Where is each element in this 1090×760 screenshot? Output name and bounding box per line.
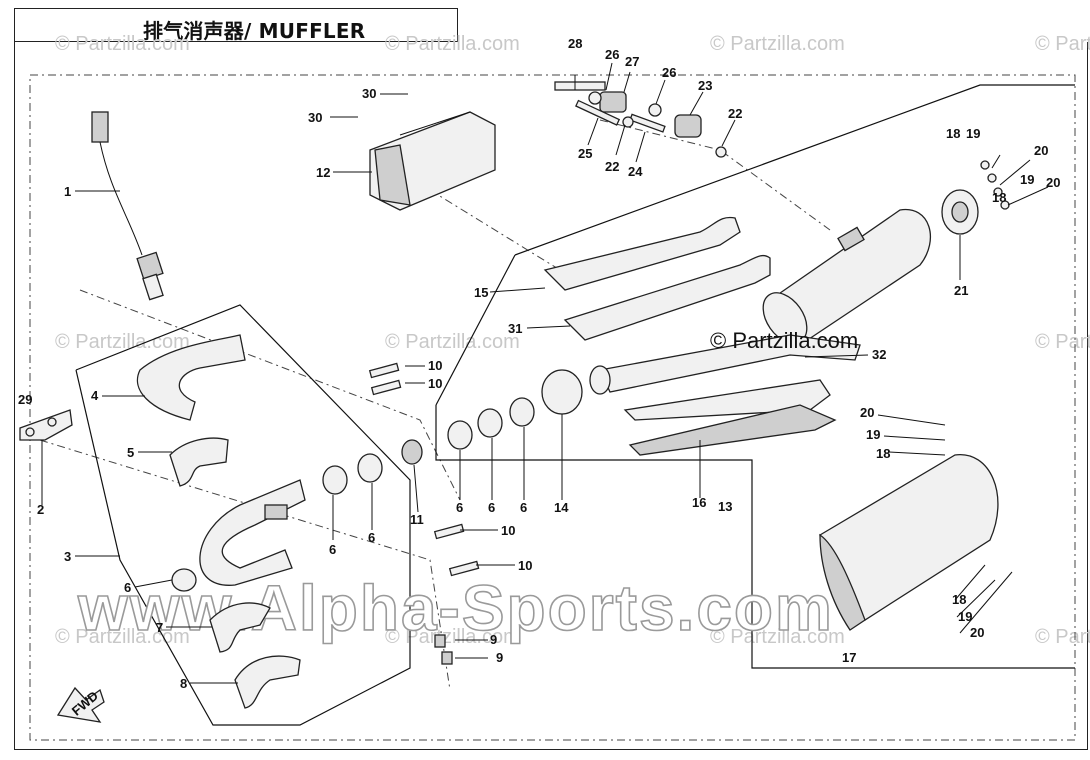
- callout-12: 12: [316, 165, 330, 180]
- callout-10: 10: [501, 523, 515, 538]
- callout-23: 23: [698, 78, 712, 93]
- callout-19: 19: [958, 609, 972, 624]
- callout-26: 26: [605, 47, 619, 62]
- end-cap: [941, 160, 1010, 235]
- partzilla-watermark: © Partzilla.com: [55, 331, 190, 353]
- forward-arrow: FWD: [56, 686, 105, 723]
- callout-7: 7: [156, 620, 163, 635]
- callout-6: 6: [456, 500, 463, 515]
- callout-6: 6: [124, 580, 131, 595]
- header-pipe: [199, 479, 306, 586]
- title-box: 排气消声器/ MUFFLER: [14, 8, 458, 43]
- callout-18: 18: [992, 190, 1006, 205]
- partzilla-watermark: © Partzilla.com: [1035, 33, 1090, 55]
- callout-8: 8: [180, 676, 187, 691]
- callout-20: 20: [860, 405, 874, 420]
- callout-11: 11: [410, 512, 424, 527]
- callout-20: 20: [1034, 143, 1048, 158]
- callout-10: 10: [428, 358, 442, 373]
- callout-2: 2: [37, 502, 44, 517]
- callout-10: 10: [428, 376, 442, 391]
- callout-24: 24: [628, 164, 643, 179]
- callout-16: 16: [692, 495, 706, 510]
- callout-20: 20: [1046, 175, 1060, 190]
- callout-27: 27: [625, 54, 639, 69]
- callout-25: 25: [578, 146, 592, 161]
- callout-17: 17: [842, 650, 856, 665]
- callout-28: 28: [568, 36, 582, 51]
- nuts: [434, 634, 453, 665]
- callout-13: 13: [718, 499, 732, 514]
- springs: [368, 362, 480, 577]
- pipe-heat-shields: [136, 334, 301, 709]
- callout-4: 4: [91, 388, 99, 403]
- callout-29: 29: [18, 392, 32, 407]
- gaskets: [171, 397, 535, 592]
- partzilla-watermark: © Partzilla.com: [385, 331, 520, 353]
- band-clamp: [541, 369, 583, 415]
- callout-3: 3: [64, 549, 71, 564]
- callout-26: 26: [662, 65, 676, 80]
- callout-9: 9: [496, 650, 503, 665]
- callout-19: 19: [866, 427, 880, 442]
- partzilla-watermark: © Partzilla.com: [55, 626, 190, 648]
- partzilla-watermark: © Partzilla.com: [710, 33, 845, 55]
- callout-21: 21: [954, 283, 968, 298]
- callout-1: 1: [64, 184, 71, 199]
- reference-lines: [29, 74, 1076, 741]
- callout-6: 6: [329, 542, 336, 557]
- oxygen-sensor: [91, 111, 164, 301]
- callout-18: 18: [952, 592, 966, 607]
- callout-19: 19: [966, 126, 980, 141]
- callout-22: 22: [728, 106, 742, 121]
- partzilla-brand-watermark: © Partzilla.com: [710, 328, 858, 353]
- callout-6: 6: [520, 500, 527, 515]
- callout-14: 14: [554, 500, 569, 515]
- lower-heat-shield: [819, 454, 999, 631]
- page-title: 排气消声器/ MUFFLER: [143, 19, 366, 43]
- callout-15: 15: [474, 285, 488, 300]
- callout-labels: 1 2 3 4 5 6 6 6 6 6 6 7 8 9 9 10 10 10 1…: [18, 36, 1060, 691]
- assembly-outlines: [75, 84, 1075, 726]
- bracket: [19, 409, 73, 441]
- callout-30: 30: [308, 110, 322, 125]
- pipe-seal: [401, 439, 423, 465]
- callout-6: 6: [368, 530, 375, 545]
- partzilla-watermark: © Partzilla.com: [55, 33, 190, 55]
- callout-22: 22: [605, 159, 619, 174]
- muffler-body: [762, 209, 931, 346]
- partzilla-watermark: © Partzilla.com: [710, 626, 845, 648]
- callout-32: 32: [872, 347, 886, 362]
- callout-18: 18: [946, 126, 960, 141]
- callout-19: 19: [1020, 172, 1034, 187]
- partzilla-watermark: © Partzilla.com: [385, 33, 520, 55]
- partzilla-watermark: © Partzilla.com: [1035, 626, 1090, 648]
- alpha-sports-watermark: www.Alpha-Sports.com: [77, 572, 834, 644]
- partzilla-watermark: © Partzilla.com: [1035, 331, 1090, 353]
- heat-shield: [369, 111, 496, 211]
- callout-31: 31: [508, 321, 522, 336]
- callout-30: 30: [362, 86, 376, 101]
- callout-5: 5: [127, 445, 134, 460]
- mount-hardware: [554, 81, 727, 158]
- callout-6: 6: [488, 500, 495, 515]
- partzilla-watermark: © Partzilla.com: [385, 626, 520, 648]
- callout-18: 18: [876, 446, 890, 461]
- callout-10: 10: [518, 558, 532, 573]
- main-pipes: [589, 334, 861, 456]
- upper-pipes: [543, 216, 771, 341]
- callout-20: 20: [970, 625, 984, 640]
- leader-lines: [41, 62, 1049, 684]
- partzilla-watermarks: © Partzilla.com © Partzilla.com © Partzi…: [55, 33, 1090, 648]
- callout-9: 9: [490, 632, 497, 647]
